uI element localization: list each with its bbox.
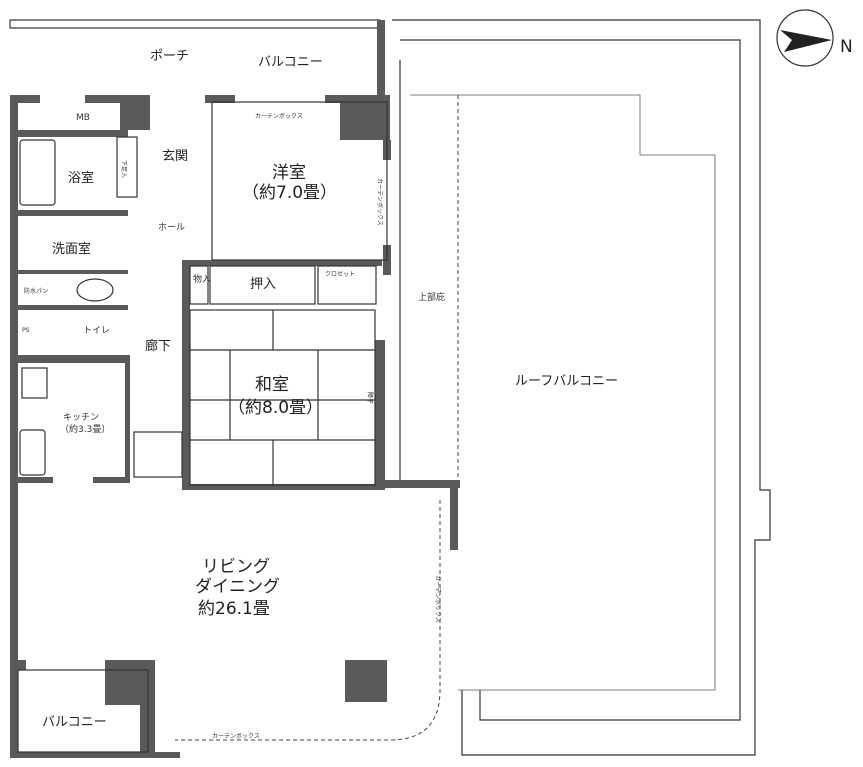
label-porch: ポーチ: [150, 49, 189, 64]
label-living: リビング: [202, 557, 270, 577]
label-curtain-box-living-side: カーテンボックス: [434, 575, 442, 623]
label-hall: ホール: [158, 222, 185, 233]
label-curtain-box-living-bottom: カーテンボックス: [212, 732, 260, 740]
label-western-room: 洋室: [272, 163, 306, 183]
label-toilet: トイレ: [83, 326, 110, 336]
label-bath: 浴室: [68, 170, 94, 186]
label-washroom: 洗面室: [52, 241, 91, 257]
label-shoji: 障子: [366, 392, 374, 404]
roof-balcony-area: [175, 19, 771, 756]
north-label: N: [840, 37, 853, 57]
compass-circle: [776, 9, 834, 67]
interior-lines: [17, 101, 388, 753]
walls: [10, 20, 460, 758]
label-corridor: 廊下: [145, 338, 171, 354]
label-western-room-size: （約7.0畳）: [242, 183, 337, 203]
label-eaves: 上部庇: [418, 291, 445, 303]
label-roof-balcony: ルーフバルコニー: [515, 374, 618, 389]
label-oshiire: 押入: [250, 277, 276, 292]
label-japanese-room-size: （約8.0畳）: [228, 398, 323, 418]
label-entrance: 玄関: [162, 149, 188, 164]
label-mb: MB: [76, 113, 90, 123]
north-arrow-icon: [780, 30, 832, 52]
label-living-size: 約26.1畳: [198, 599, 270, 619]
label-curtain-box-western-top: カーテンボックス: [255, 112, 303, 120]
label-kitchen: キッチン: [63, 412, 99, 423]
label-kitchen-size: （約3.3畳）: [60, 423, 110, 435]
label-balcony-bottom: バルコニー: [42, 715, 107, 730]
label-storage: 物入: [193, 273, 211, 285]
label-waterproof-pan: 防水パン: [24, 287, 48, 295]
label-ps: PS: [22, 327, 30, 334]
compass: N: [776, 9, 853, 67]
label-japanese-room: 和室: [255, 375, 289, 395]
label-curtain-box-western-side: カーテンボックス: [376, 178, 384, 226]
top-eave: [9, 19, 381, 29]
label-dining: ダイニング: [195, 577, 280, 597]
label-closet: クロゼット: [325, 270, 355, 278]
label-balcony-top: バルコニー: [258, 55, 323, 70]
label-shoe-storage: 下足入: [120, 160, 127, 178]
